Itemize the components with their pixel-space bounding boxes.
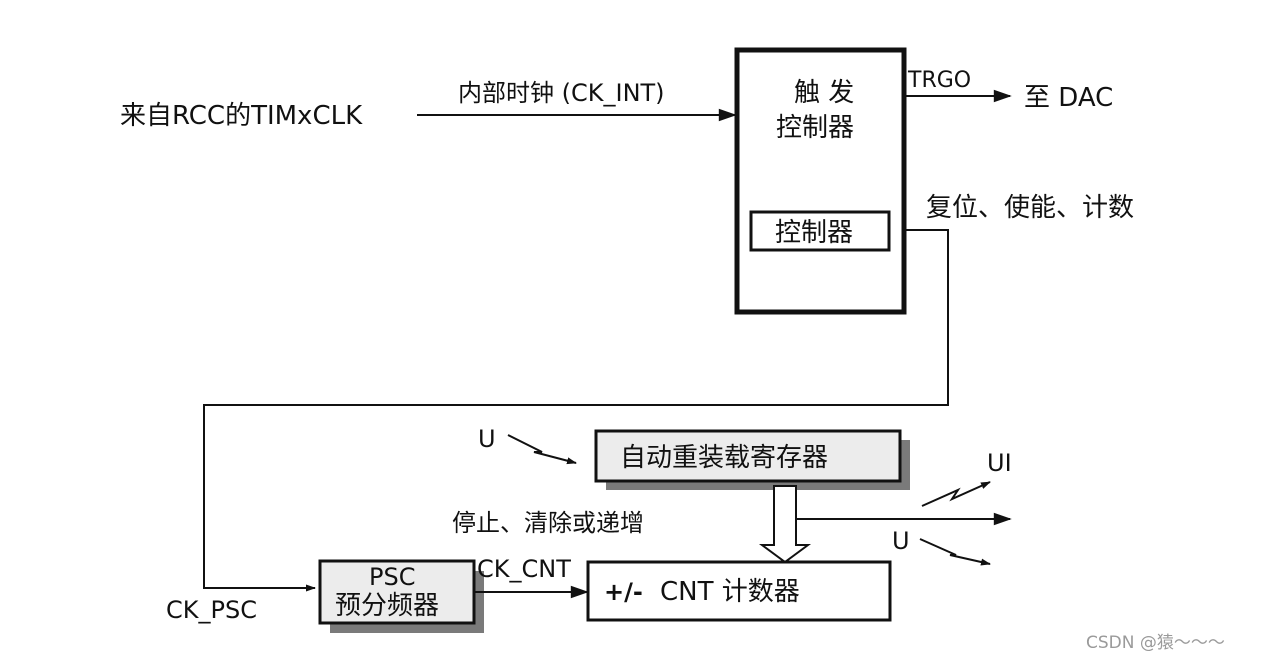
psc-label-line2: 预分频器	[335, 591, 439, 621]
cnt-sign-label: +/-	[604, 578, 643, 606]
ck-cnt-label: CK_CNT	[477, 555, 571, 583]
source-clock-label: 来自RCC的TIMxCLK	[120, 101, 363, 131]
ck-psc-label: CK_PSC	[166, 596, 257, 624]
trigger-controller-line2: 控制器	[776, 113, 854, 143]
u-right-label: U	[892, 527, 910, 555]
trigger-controller-line1: 触 发	[794, 78, 854, 108]
stop-clear-updown-label: 停止、清除或递增	[452, 509, 644, 537]
u-top-label: U	[478, 425, 496, 453]
trgo-label: TRGO	[907, 68, 971, 93]
inner-controller-box	[749, 210, 891, 252]
cnt-counter-box	[586, 560, 892, 622]
psc-label-line1: PSC	[369, 563, 415, 591]
auto-reload-register-label: 自动重装载寄存器	[620, 443, 828, 473]
update-event-arrow-right	[919, 538, 991, 566]
update-event-arrow-top	[507, 434, 577, 465]
ui-label: UI	[987, 449, 1012, 477]
preload-transfer-arrow	[758, 485, 812, 564]
psc-box	[318, 559, 476, 625]
to-dac-label: 至 DAC	[1024, 83, 1113, 113]
inner-controller-label: 控制器	[775, 218, 853, 248]
watermark: CSDN @猿～～～	[1086, 633, 1225, 653]
cnt-counter-label: CNT 计数器	[660, 577, 800, 607]
reset-enable-count-label: 复位、使能、计数	[926, 193, 1134, 223]
auto-reload-register-box	[594, 429, 902, 483]
ck-int-label: 内部时钟 (CK_INT)	[458, 79, 665, 107]
control-to-psc-wire	[203, 229, 949, 592]
trigger-controller-box	[734, 47, 907, 315]
interrupt-arrow	[921, 481, 991, 507]
